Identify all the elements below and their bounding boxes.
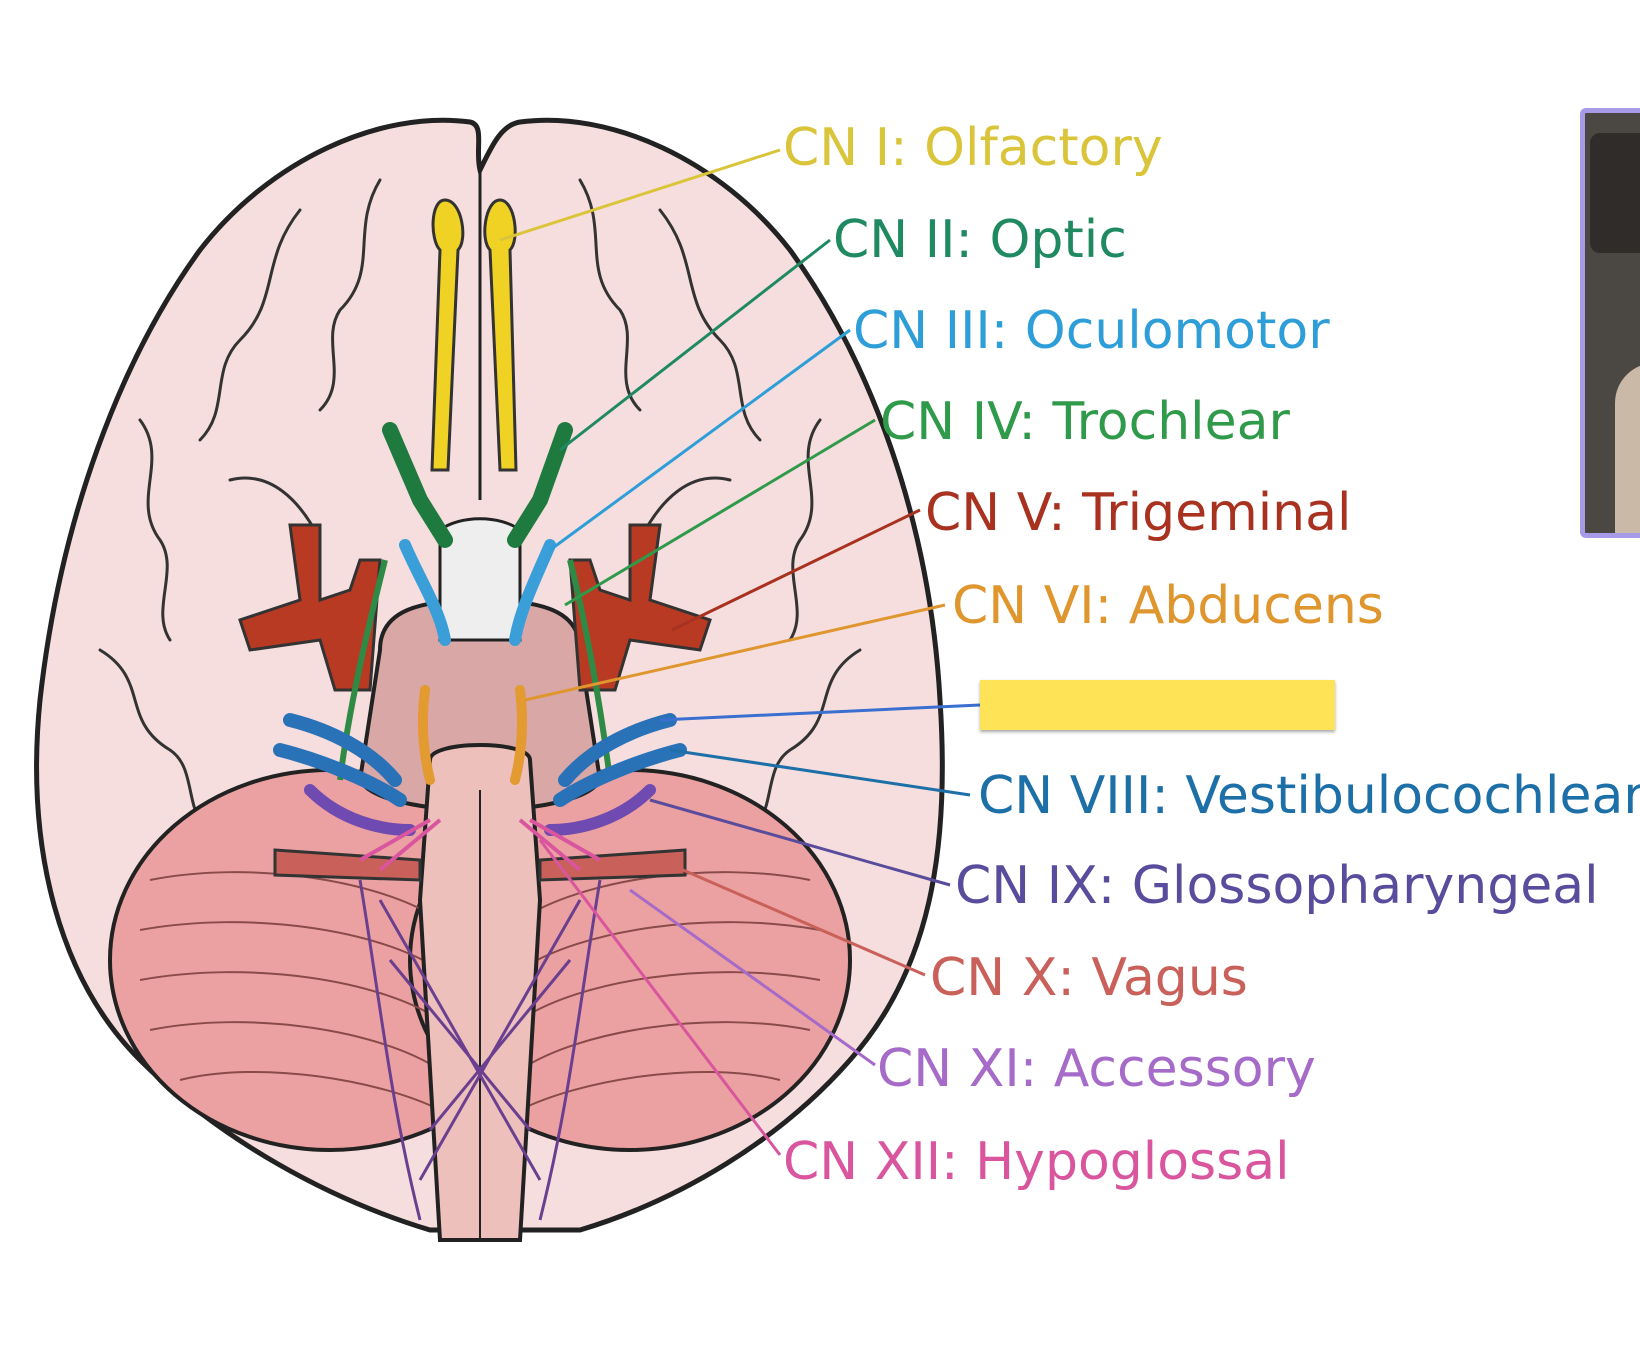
- label-cn11-accessory: CN XI: Accessory: [877, 1039, 1316, 1099]
- olfactory-tracts: [430, 198, 518, 472]
- leader-cn8: [669, 748, 971, 797]
- label-cn6-abducens: CN VI: Abducens: [952, 576, 1384, 636]
- leader-cn10: [659, 858, 926, 977]
- leader-lines: [499, 148, 981, 1156]
- facial-vestibulocochlear-nerves: [273, 713, 687, 807]
- leader-cn5: [671, 508, 921, 632]
- label-cn8-vestibulocochlear: CN VIII: Vestibulocochlear: [978, 766, 1640, 826]
- vagus-nerves: [273, 848, 687, 882]
- leader-cn3: [549, 328, 851, 552]
- leader-cn12: [538, 839, 782, 1156]
- video-background: [1590, 133, 1640, 253]
- optic-nerves: [382, 422, 573, 548]
- highlight-redaction-box: [980, 680, 1335, 730]
- glossopharyngeal-nerves: [304, 784, 656, 836]
- label-cn9-glossopharyngeal: CN IX: Glossopharyngeal: [955, 856, 1599, 916]
- leader-cn9: [649, 798, 951, 887]
- label-cn1-olfactory: CN I: Olfactory: [783, 118, 1163, 178]
- leader-cn1: [499, 148, 781, 242]
- oculomotor-nerves: [399, 539, 556, 646]
- trigeminal-nerves: [238, 523, 712, 692]
- label-cn12-hypoglossal: CN XII: Hypoglossal: [783, 1132, 1290, 1192]
- optic-chiasm: [438, 517, 522, 642]
- presenter-figure: [1615, 363, 1640, 533]
- label-cn10-vagus: CN X: Vagus: [930, 948, 1248, 1008]
- leader-cn7: [659, 703, 981, 722]
- label-cn3-oculomotor: CN III: Oculomotor: [853, 301, 1330, 361]
- leader-cn2: [559, 238, 831, 452]
- leader-cn11: [629, 888, 876, 1067]
- leader-cn4: [564, 418, 876, 607]
- label-cn4-trochlear: CN IV: Trochlear: [880, 392, 1290, 452]
- label-cn5-trigeminal: CN V: Trigeminal: [925, 483, 1352, 543]
- leader-cn6: [524, 603, 946, 702]
- label-cn2-optic: CN II: Optic: [833, 210, 1127, 270]
- hypoglossal-nerves: [359, 818, 601, 872]
- spinal-accessory-fibers: [358, 879, 602, 1221]
- abducens-nerves: [417, 685, 528, 785]
- presenter-video-thumbnail: [1580, 108, 1640, 538]
